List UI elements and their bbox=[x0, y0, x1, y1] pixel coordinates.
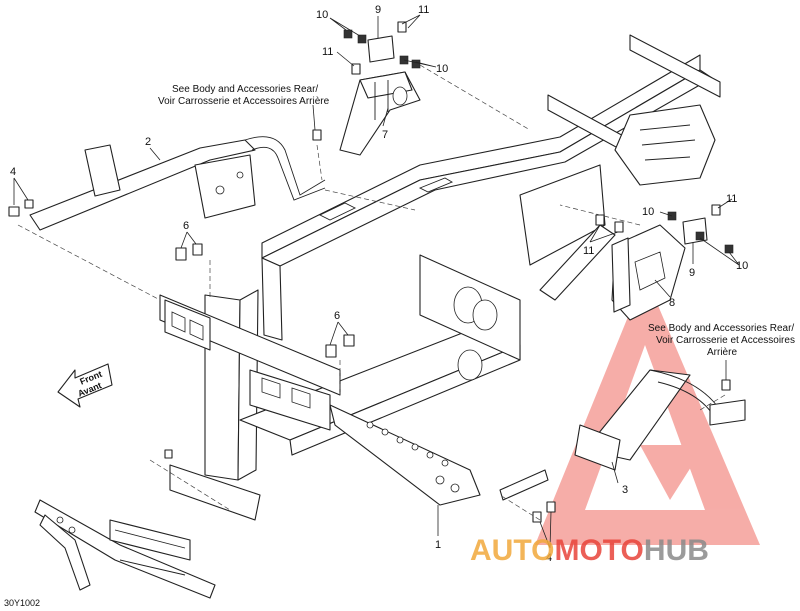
callout-6-left: 6 bbox=[183, 220, 189, 232]
svg-text:AUTOMOTOHUB: AUTOMOTOHUB bbox=[470, 534, 709, 567]
upper-mount-7 bbox=[339, 71, 421, 156]
watermark-word-auto: AUTO bbox=[470, 534, 554, 567]
callout-7: 7 bbox=[382, 129, 388, 141]
drawing-code: 30Y1002 bbox=[4, 598, 40, 608]
note-left-line2: Voir Carrosserie et Accessoires Arrière bbox=[158, 96, 330, 107]
note-right-line1: See Body and Accessories Rear/ bbox=[648, 323, 794, 334]
assembly-lines bbox=[17, 64, 726, 521]
callouts: 2 4 6 6 10 9 11 11 10 7 11 10 11 9 10 8 … bbox=[10, 4, 748, 564]
note-right-line2: Voir Carrosserie et Accessoires bbox=[656, 335, 795, 346]
callout-11-top-right: 11 bbox=[418, 4, 429, 16]
callout-10-top-left: 10 bbox=[316, 9, 328, 21]
callout-11-right-top: 11 bbox=[726, 193, 737, 205]
note-left: See Body and Accessories Rear/ Voir Carr… bbox=[158, 84, 330, 107]
fasteners bbox=[8, 21, 734, 523]
rear-bracket bbox=[499, 369, 746, 501]
callout-2: 2 bbox=[145, 136, 151, 148]
note-right: See Body and Accessories Rear/ Voir Carr… bbox=[648, 323, 795, 358]
front-direction-arrow: Front Avant bbox=[57, 363, 113, 408]
callout-9-top: 9 bbox=[375, 4, 381, 16]
main-frame bbox=[159, 34, 721, 521]
callout-6-center: 6 bbox=[334, 310, 340, 322]
callout-11-top-left: 11 bbox=[322, 46, 333, 58]
callout-10-top-right: 10 bbox=[436, 63, 448, 75]
callout-10-right-left: 10 bbox=[642, 206, 654, 218]
callout-10-right: 10 bbox=[736, 260, 748, 272]
callout-1: 1 bbox=[435, 539, 441, 551]
callout-4-bottom: 4 bbox=[546, 552, 552, 564]
callout-9-right: 9 bbox=[689, 267, 695, 279]
callout-11-right-left: 11 bbox=[583, 245, 594, 257]
watermark-wordmark: AUTOMOTOHUB bbox=[470, 534, 709, 567]
callout-3: 3 bbox=[622, 484, 628, 496]
watermark-logo bbox=[535, 275, 760, 545]
note-left-line1: See Body and Accessories Rear/ bbox=[172, 84, 318, 95]
watermark-word-moto: MOTO bbox=[554, 534, 643, 567]
front-bracket bbox=[29, 136, 326, 231]
rear-mount-8 bbox=[611, 224, 686, 321]
callout-4-left: 4 bbox=[10, 166, 16, 178]
leader-lines bbox=[13, 14, 740, 549]
watermark-word-hub: HUB bbox=[644, 534, 709, 567]
note-right-line3: Arrière bbox=[707, 347, 737, 358]
front-bumper bbox=[34, 499, 216, 599]
callout-8: 8 bbox=[669, 297, 675, 309]
